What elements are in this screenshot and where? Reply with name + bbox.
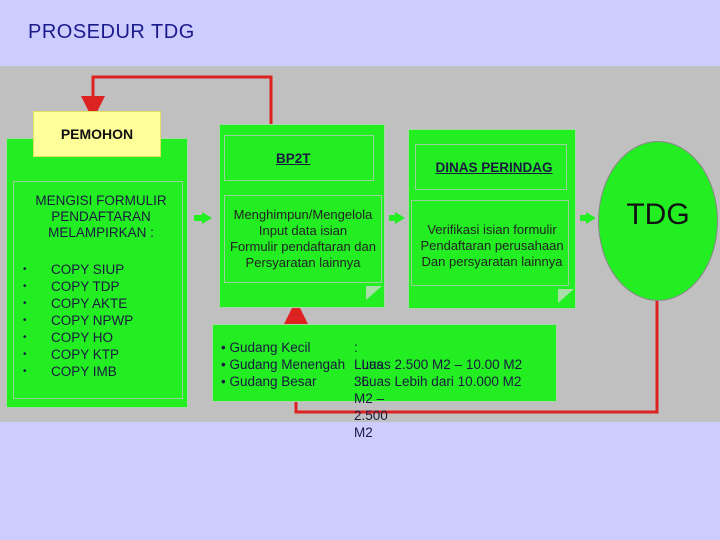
dinas-heading: DINAS PERINDAG — [435, 160, 553, 175]
list-item: •COPY IMB — [23, 364, 117, 379]
bullet-icon: • — [23, 366, 27, 377]
bullet-icon: • — [23, 315, 27, 326]
gudang-name: • Gudang Menengah — [221, 357, 346, 372]
pemohon-document-list: •COPY SIUP •COPY TDP •COPY AKTE •COPY NP… — [21, 261, 181, 380]
gudang-name: • Gudang Besar — [221, 374, 317, 389]
bp2t-text-frame — [224, 195, 382, 283]
bp2t-heading-frame — [224, 135, 374, 181]
gudang-name: • Gudang Kecil — [221, 340, 311, 355]
text-line: Verifikasi isian formulir — [427, 222, 557, 237]
text-line: Menghimpun/Mengelola — [233, 207, 373, 222]
page-title: PROSEDUR TDG — [28, 21, 195, 43]
tdg-oval: TDG — [598, 141, 718, 301]
list-item: •COPY NPWP — [23, 313, 134, 328]
list-item: •COPY AKTE — [23, 296, 128, 311]
list-item: • Gudang Menengah : Luas 2.500 M2 – 10.0… — [221, 356, 522, 373]
gudang-size: : Luas 36 M2 – 2.500 M2 — [354, 340, 388, 440]
list-item: • Gudang Besar : Luas Lebih dari 10.000 … — [221, 373, 521, 390]
bp2t-heading: BP2T — [276, 151, 311, 166]
arrow-connector — [194, 215, 202, 221]
gudang-size: : Luas Lebih dari 10.000 M2 — [354, 374, 522, 389]
bullet-icon: • — [23, 281, 27, 292]
list-item: •COPY SIUP — [23, 262, 125, 277]
list-item: •COPY TDP — [23, 279, 120, 294]
dinas-description: Verifikasi isian formulir Pendaftaran pe… — [411, 222, 573, 270]
bp2t-box: BP2T Menghimpun/Mengelola Input data isi… — [219, 124, 385, 308]
pemohon-box: MENGISI FORMULIR PENDAFTARAN MELAMPIRKAN… — [6, 138, 188, 408]
gudang-list: • Gudang Kecil : Luas 36 M2 – 2.500 M2 •… — [221, 339, 522, 440]
dinas-text-frame — [411, 200, 569, 286]
pemohon-inner-frame — [13, 181, 183, 399]
dinas-box: DINAS PERINDAG Verifikasi isian formulir… — [408, 129, 576, 309]
text-line: Formulir pendaftaran dan — [230, 239, 376, 254]
text-line: Dan persyaratan lainnya — [421, 254, 563, 269]
bullet-icon: • — [23, 298, 27, 309]
bullet-icon: • — [23, 264, 27, 275]
page-fold-icon — [366, 286, 382, 300]
list-item: •COPY KTP — [23, 347, 120, 362]
tdg-label: TDG — [626, 198, 690, 231]
list-item: •COPY HO — [23, 330, 114, 345]
pemohon-heading-line: PENDAFTARAN — [51, 209, 151, 224]
pemohon-label: PEMOHON — [33, 111, 161, 157]
pemohon-heading-line: MELAMPIRKAN : — [48, 225, 154, 240]
gudang-size: : Luas 2.500 M2 – 10.00 M2 — [354, 357, 523, 372]
text-line: Input data isian — [258, 223, 348, 238]
arrow-right-icon — [202, 212, 212, 224]
pemohon-heading-line: MENGISI FORMULIR — [35, 193, 167, 208]
arrow-connector — [389, 215, 395, 221]
list-item: • Gudang Kecil : Luas 36 M2 – 2.500 M2 — [221, 339, 388, 440]
arrow-right-icon — [586, 212, 596, 224]
gudang-box: • Gudang Kecil : Luas 36 M2 – 2.500 M2 •… — [212, 324, 557, 440]
bp2t-description: Menghimpun/Mengelola Input data isian Fo… — [222, 207, 384, 271]
return-line-top — [81, 75, 273, 125]
arrow-connector — [580, 215, 586, 221]
text-line: Persyaratan lainnya — [245, 255, 361, 270]
arrow-right-icon — [395, 212, 405, 224]
page-fold-icon — [558, 289, 574, 303]
bullet-icon: • — [23, 332, 27, 343]
pemohon-instructions: MENGISI FORMULIR PENDAFTARAN MELAMPIRKAN… — [21, 193, 181, 241]
dinas-heading-frame — [415, 144, 567, 190]
text-line: Pendaftaran perusahaan — [420, 238, 564, 253]
bullet-icon: • — [23, 349, 27, 360]
